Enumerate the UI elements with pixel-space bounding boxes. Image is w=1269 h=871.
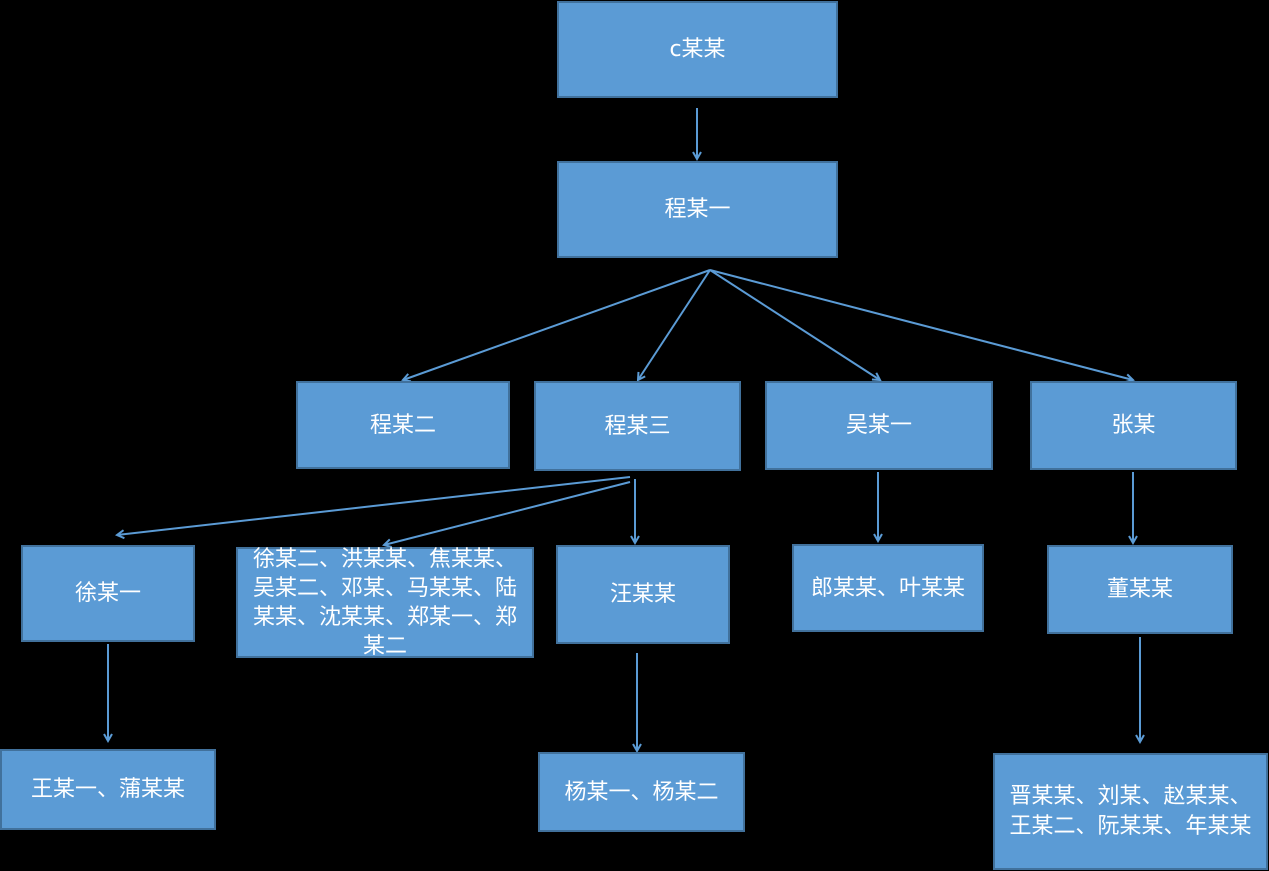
node-label: 杨某一、杨某二: [564, 779, 719, 805]
arrow-cheng1-cheng2: [403, 269, 711, 380]
node-label: 徐某二、洪某某、焦某某、吴某二、邓某、马某某、陆某某、沈某某、郑某一、郑某二: [252, 547, 517, 659]
node-label: 张某: [1111, 413, 1156, 438]
node-jin: 晋某某、刘某、赵某某、王某二、阮某某、年某某: [993, 753, 1268, 870]
node-label: 程某二: [369, 412, 436, 438]
node-dong: 董某某: [1047, 545, 1233, 634]
node-label: 汪某某: [609, 582, 676, 607]
node-label: 吴某一: [845, 413, 912, 438]
node-lang: 郎某某、叶某某: [792, 544, 984, 632]
arrow-cheng1-cheng3: [638, 269, 711, 380]
node-label: 王某一、蒲某某: [30, 777, 185, 802]
node-wang: 汪某某: [556, 545, 730, 644]
node-group: 徐某二、洪某某、焦某某、吴某二、邓某、马某某、陆某某、沈某某、郑某一、郑某二: [236, 547, 534, 659]
arrow-cheng1-wu1: [709, 269, 880, 380]
arrow-cheng3-xu1: [117, 476, 631, 535]
node-wu1: 吴某一: [765, 381, 993, 470]
node-wangpu: 王某一、蒲某某: [0, 749, 216, 830]
node-cheng1: 程某一: [557, 161, 838, 258]
node-label: 董某某: [1106, 577, 1173, 602]
node-cheng2: 程某二: [296, 381, 510, 469]
node-xu1: 徐某一: [21, 545, 195, 642]
node-label: 郎某某、叶某某: [810, 575, 965, 601]
node-zhang: 张某: [1030, 381, 1237, 470]
node-yang: 杨某一、杨某二: [538, 752, 745, 832]
node-label: 程某一: [664, 197, 731, 222]
arrow-cheng3-group: [384, 481, 631, 545]
node-cheng3: 程某三: [534, 381, 741, 471]
node-label: 程某三: [604, 413, 671, 439]
node-label: 徐某一: [74, 581, 141, 606]
arrow-cheng1-zhang: [709, 269, 1133, 380]
node-label: 晋某某、刘某、赵某某、王某二、阮某某、年某某: [1009, 783, 1252, 839]
node-label: c某某: [669, 37, 726, 62]
node-root: c某某: [557, 1, 838, 98]
